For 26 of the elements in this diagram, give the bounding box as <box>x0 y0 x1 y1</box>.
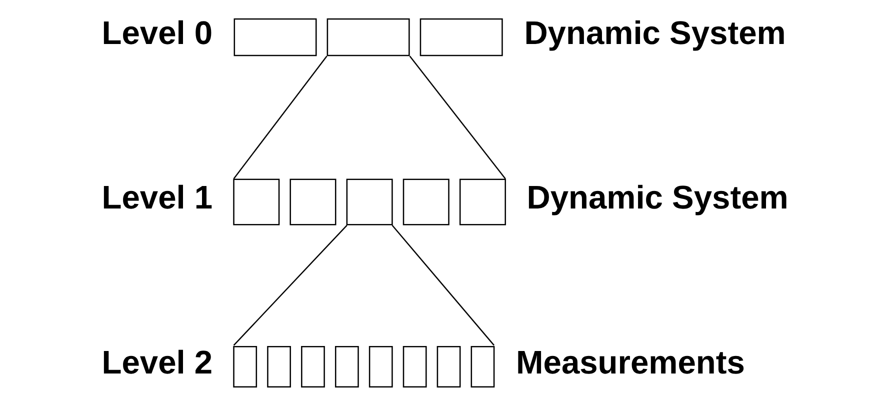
node-box <box>326 18 410 56</box>
label: Level 1 <box>102 178 213 216</box>
node-box <box>470 345 495 387</box>
node-box <box>267 345 291 387</box>
label: Level 2 <box>102 342 213 380</box>
node-box <box>402 345 427 387</box>
connector <box>392 224 495 346</box>
label: Dynamic System <box>526 178 788 216</box>
node-box <box>346 178 393 225</box>
node-box <box>402 178 450 225</box>
node-box <box>233 345 258 387</box>
connector <box>233 55 328 179</box>
node-box <box>459 178 506 225</box>
node-box <box>301 345 325 387</box>
node-box <box>233 178 280 225</box>
connector <box>409 55 506 179</box>
label: Dynamic System <box>524 13 786 50</box>
node-box <box>334 345 359 387</box>
label: Measurements <box>516 342 745 380</box>
node-box <box>368 345 393 387</box>
connector <box>233 224 348 346</box>
node-box <box>420 18 503 56</box>
node-box <box>290 178 336 225</box>
node-box <box>436 345 461 387</box>
label: Level 0 <box>102 13 213 50</box>
node-box <box>234 18 317 56</box>
